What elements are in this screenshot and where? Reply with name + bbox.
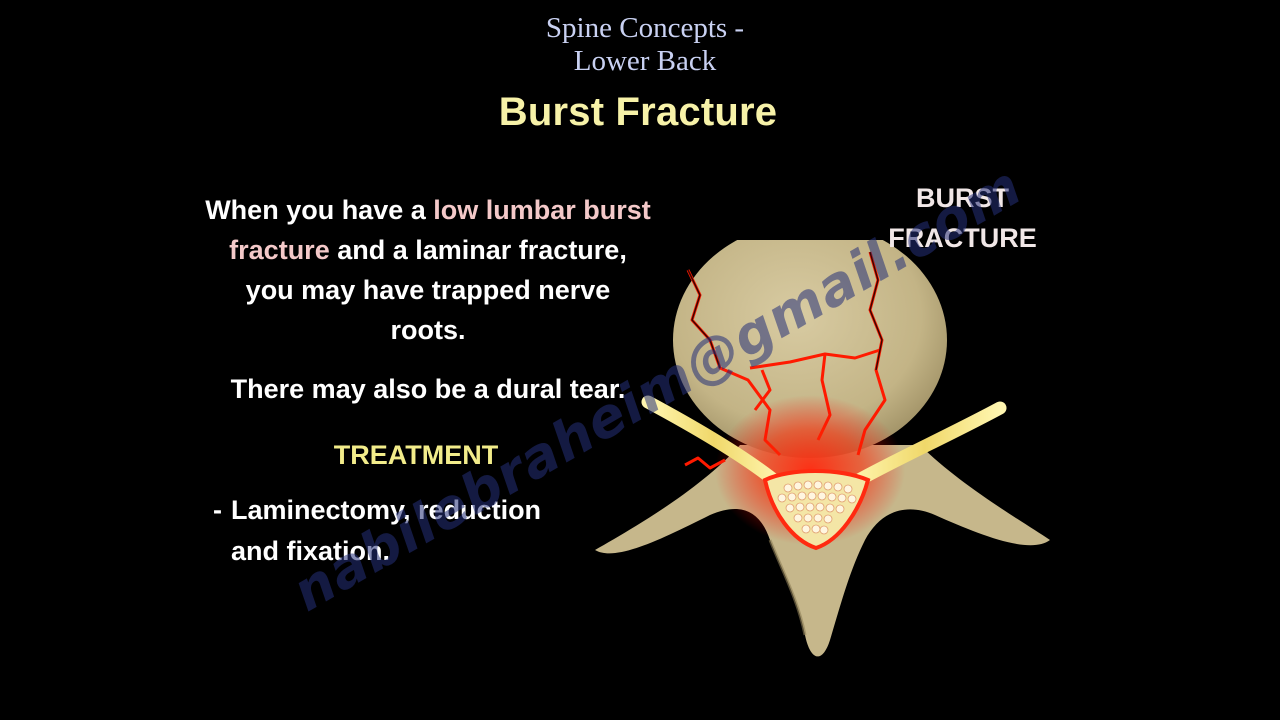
para1-text-end: and a laminar fracture, you may have tra… [245, 235, 627, 345]
series-title-line1: Spine Concepts - [545, 12, 745, 44]
treatment-heading: TREATMENT [333, 440, 499, 470]
dural-tear-paragraph: There may also be a dural tear. [230, 374, 626, 404]
treatment-item-line2: and fixation. [231, 536, 391, 566]
diagram-label-line2: FRACTURE [888, 223, 1037, 253]
nerve-root-left [641, 395, 787, 492]
treatment-item: -Laminectomy, reduction and fixation. [213, 490, 593, 572]
treatment-list: -Laminectomy, reduction and fixation. [213, 490, 593, 572]
list-dash: - [213, 495, 222, 525]
diagram-label-line1: BURST [916, 183, 1009, 213]
diagram-label: BURST FRACTURE [880, 178, 1045, 258]
vertebral-body [673, 240, 947, 458]
series-title: Spine Concepts - Lower Back [0, 12, 1280, 78]
slide-title: Burst Fracture [498, 90, 778, 134]
highlighted-phrase: low lumbar burst fracture [229, 195, 651, 265]
vertebral-arch [595, 445, 1050, 657]
nerve-bundle [777, 480, 857, 535]
series-title-line2: Lower Back [573, 45, 717, 77]
vertebra-burst-fracture-illustration [595, 240, 1050, 657]
treatment-item-line1: Laminectomy, reduction [231, 495, 542, 525]
para1-text-start: When you have a [205, 195, 434, 225]
explanation-paragraph: When you have a low lumbar burst fractur… [205, 190, 651, 350]
